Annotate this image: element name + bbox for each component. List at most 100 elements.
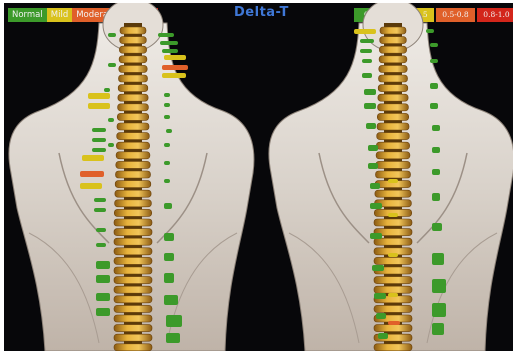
paraspinal-marker-right [432,279,446,293]
paraspinal-marker-right [388,321,400,325]
right-back-scan-vertebra [377,113,408,120]
paraspinal-marker-right [362,73,372,78]
right-back-scan-vertebra [378,104,409,111]
paraspinal-marker-right [432,323,444,335]
left-back-scan-vertebra [114,257,152,264]
left-back-scan-vertebra [118,104,149,111]
right-back-scan-vertebra [379,56,407,63]
paraspinal-marker-left [164,273,174,283]
paraspinal-marker-right [378,333,388,339]
right-back-scan-vertebra [374,219,412,226]
paraspinal-marker-right [370,183,380,189]
left-back-scan-vertebra [116,171,151,178]
left-back-scan-vertebra [120,37,147,44]
paraspinal-marker-left [94,198,106,202]
paraspinal-marker-right [432,147,440,153]
left-back-scan-vertebra [114,344,152,351]
paraspinal-marker-left [96,275,110,283]
paraspinal-marker-left [92,138,106,142]
paraspinal-marker-right [432,303,446,317]
paraspinal-marker-right [432,125,440,131]
paraspinal-marker-left [108,118,114,122]
right-back-scan-vertebra [375,190,411,197]
paraspinal-marker-left [164,179,170,183]
paraspinal-marker-left [96,243,106,247]
thermal-scan-viewer: NormalMildModerateSevere Delta-T 0-0.30.… [4,3,513,351]
left-back-scan-vertebra [116,142,149,149]
right-back-scan-figure [269,3,513,351]
paraspinal-marker-right [430,103,438,109]
paraspinal-marker-left [158,33,174,37]
right-back-scan-vertebra [374,257,412,264]
paraspinal-marker-left [164,161,170,165]
left-back-scan-vertebra [118,94,148,101]
left-back-scan-vertebra [119,75,148,82]
left-back-scan-vertebra [114,325,152,332]
paraspinal-marker-right [370,203,382,209]
paraspinal-marker-left [164,93,170,97]
right-back-scan-vertebra [376,152,410,159]
paraspinal-marker-left [88,103,110,109]
left-back-scan-vertebra [114,334,152,341]
paraspinal-marker-right [432,223,442,231]
paraspinal-marker-left [166,333,180,343]
paraspinal-marker-right [364,89,376,95]
left-back-scan-vertebra [118,85,148,92]
paraspinal-marker-left [82,155,104,161]
left-back-scan-vertebra [119,56,147,63]
paraspinal-marker-left [108,63,116,67]
left-back-scan-vertebra [116,152,150,159]
right-back-scan-vertebra [379,65,407,72]
left-back-scan-vertebra [117,123,149,130]
right-back-scan-vertebra [378,85,408,92]
paraspinal-marker-right [388,179,398,183]
left-back-scan-vertebra [117,113,148,120]
right-back-scan-vertebra [374,277,412,284]
right-back-scan-vertebra [379,46,406,53]
left-back-scan-vertebra [119,65,147,72]
paraspinal-marker-right [354,29,376,34]
paraspinal-marker-left [164,233,174,241]
left-back-scan-vertebra [114,209,151,216]
left-back-scan-vertebra [119,46,146,53]
paraspinal-marker-left [160,41,178,45]
left-back-scan-vertebra [114,238,152,245]
paraspinal-marker-left [164,253,174,261]
right-back-scan-vertebra [374,325,412,332]
paraspinal-marker-right [374,293,386,299]
paraspinal-marker-right [432,193,440,201]
paraspinal-marker-right [368,163,378,169]
paraspinal-marker-right [366,123,376,129]
left-back-scan-vertebra [114,296,152,303]
paraspinal-marker-right [432,169,440,175]
paraspinal-marker-right [426,29,434,33]
left-back-scan-vertebra [114,277,152,284]
right-back-scan-vertebra [374,305,412,312]
right-back-scan-vertebra [380,37,407,44]
paraspinal-marker-right [370,233,382,239]
left-back-scan-vertebra [114,229,152,236]
paraspinal-marker-right [388,293,398,297]
right-back-scan-vertebra [376,171,411,178]
left-back-scan-vertebra [115,181,151,188]
paraspinal-marker-right [362,59,372,63]
right-back-scan-vertebra [378,94,408,101]
paraspinal-marker-right [372,265,384,271]
paraspinal-marker-left [162,49,178,53]
paraspinal-marker-left [80,183,102,189]
back-scans-canvas [4,3,513,351]
paraspinal-marker-left [96,308,110,316]
left-back-scan-vertebra [117,133,150,140]
paraspinal-marker-right [364,103,376,109]
paraspinal-marker-right [360,39,374,43]
right-back-scan-vertebra [377,123,409,130]
paraspinal-marker-left [104,88,110,92]
right-back-scan-vertebra [374,286,412,293]
paraspinal-marker-left [96,293,110,301]
paraspinal-marker-left [88,93,110,99]
left-back-scan-vertebra [114,305,152,312]
right-back-scan-vertebra [377,133,410,140]
left-back-scan-vertebra [120,27,146,34]
paraspinal-marker-right [430,83,438,89]
paraspinal-marker-left [108,33,116,37]
